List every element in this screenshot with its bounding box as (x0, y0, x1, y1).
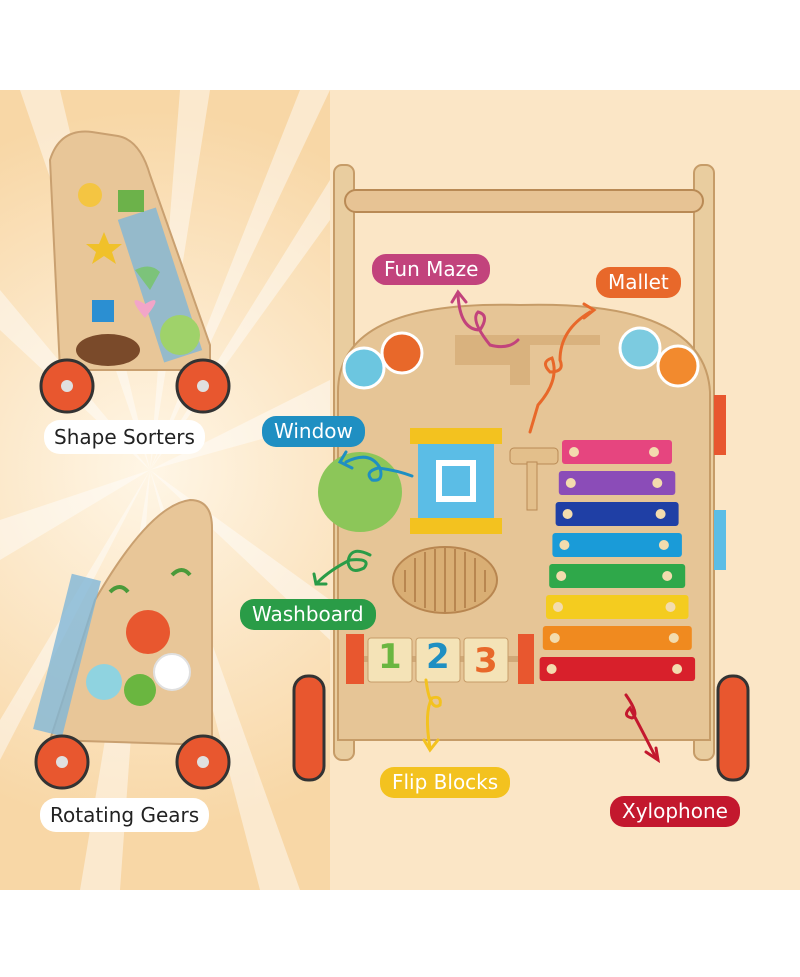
bear-icon (76, 334, 140, 366)
flip-block-number: 1 (378, 637, 402, 677)
xylophone-peg (556, 571, 567, 581)
xylophone-peg (655, 509, 666, 519)
xylophone-peg (658, 540, 669, 550)
squirrel-token-icon (380, 331, 424, 375)
xylophone-peg (553, 602, 563, 612)
rotating-gears-walker (33, 498, 231, 790)
label-xylophone: Xylophone (610, 796, 740, 827)
side-gear (714, 395, 726, 455)
xylophone-peg (662, 571, 673, 581)
tree-icon (160, 315, 200, 355)
flip-block (463, 637, 509, 683)
xylophone-bar (546, 595, 689, 619)
label-mallet: Mallet (596, 267, 681, 298)
shape-sorter-walker (39, 130, 231, 414)
xylophone-peg (668, 633, 679, 643)
gear-icon (153, 653, 191, 691)
xylophone-peg (569, 447, 579, 457)
xylophone-peg (665, 602, 676, 612)
fan-shape-icon (135, 266, 160, 290)
gear-icon (126, 610, 170, 654)
xylophone-peg (562, 509, 573, 519)
label-washboard: Washboard (240, 599, 376, 630)
xylophone-peg (565, 478, 576, 488)
maze-slot (455, 335, 600, 385)
tree-icon (318, 452, 402, 532)
leaf-icon (118, 190, 144, 212)
mallet-handle (526, 461, 538, 511)
xylophone-bar (558, 471, 676, 495)
xylophone-bar (542, 626, 692, 650)
wheel-icon (292, 674, 326, 782)
heart-shape-icon (134, 300, 156, 318)
flower-token-icon (656, 344, 700, 388)
xylophone-bar (539, 657, 696, 681)
flip-block (415, 637, 461, 683)
window-frame (410, 428, 502, 444)
flip-block-number: 3 (474, 641, 498, 681)
flip-block-end (346, 634, 364, 684)
xylophone (539, 440, 696, 681)
label-fun-maze: Fun Maze (372, 254, 491, 285)
flip-block (367, 637, 413, 683)
xylophone-bar (562, 440, 672, 464)
label-window: Window (262, 416, 365, 447)
xylophone-peg (549, 633, 560, 643)
label-flip-blocks: Flip Blocks (380, 767, 511, 798)
flip-block-number: 2 (426, 637, 450, 677)
handle-bar (344, 189, 704, 213)
square-shape-icon (92, 300, 114, 322)
callout-arrows (312, 289, 661, 764)
bird-token-icon (618, 326, 662, 370)
side-gear (714, 510, 726, 570)
leaf-icon (170, 568, 192, 577)
wheel-icon (716, 674, 750, 782)
xylophone-bar (549, 564, 686, 588)
xylophone-bar (555, 502, 679, 526)
xylophone-peg (652, 478, 663, 488)
main-walker (292, 164, 750, 782)
xylophone-peg (649, 447, 659, 457)
xylophone-bar (552, 533, 682, 557)
xylophone-peg (672, 664, 683, 674)
acorn-token-icon (342, 346, 386, 390)
label-shape-sorters: Shape Sorters (44, 420, 205, 454)
giraffe-icon (78, 183, 102, 207)
star-shape-icon (86, 232, 122, 264)
label-rotating-gears: Rotating Gears (40, 798, 210, 832)
xylophone-peg (546, 664, 557, 674)
leaf-icon (108, 585, 130, 594)
gear-icon (86, 664, 122, 700)
xylophone-peg (559, 540, 570, 550)
gear-icon (124, 674, 156, 706)
